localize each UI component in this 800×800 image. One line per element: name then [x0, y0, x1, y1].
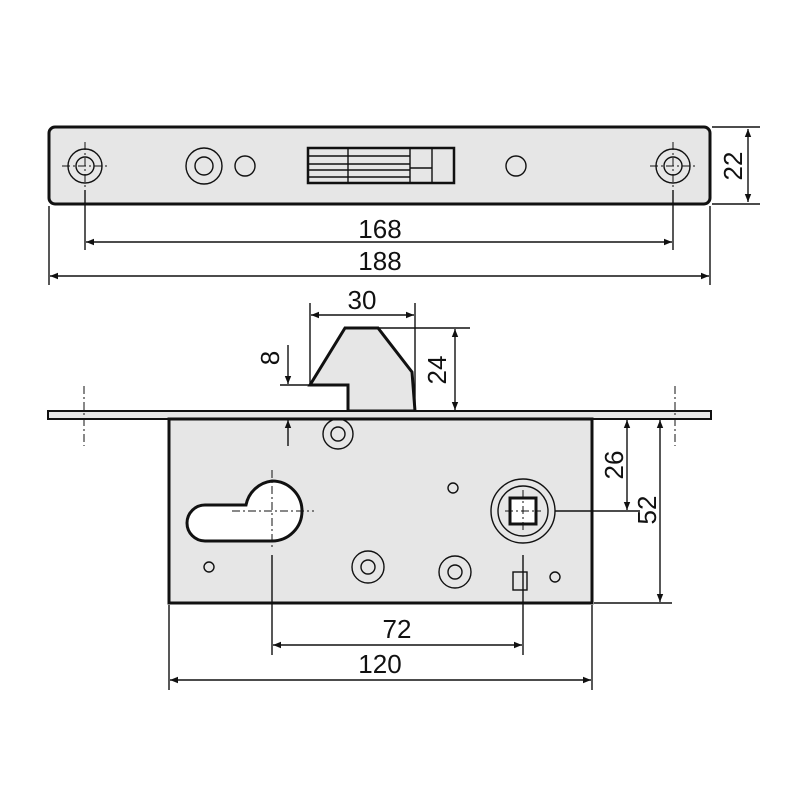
hole	[505, 155, 527, 177]
dimension-168: 168	[84, 190, 674, 250]
svg-text:30: 30	[348, 285, 377, 315]
svg-text:8: 8	[255, 351, 285, 365]
screw-boss	[351, 550, 385, 584]
hole	[234, 155, 256, 177]
svg-text:120: 120	[358, 649, 401, 679]
svg-text:52: 52	[632, 496, 662, 525]
dimension-24: 24	[378, 327, 470, 410]
svg-text:168: 168	[358, 214, 401, 244]
screw-boss	[322, 418, 354, 450]
dimension-188: 188	[48, 206, 711, 285]
dimension-30: 30	[309, 285, 416, 411]
dimension-52: 52	[594, 418, 672, 604]
dimension-8: 8	[255, 345, 310, 446]
lock-side-view	[47, 326, 712, 605]
dimension-22: 22	[712, 126, 760, 205]
spindle-hub	[490, 478, 556, 544]
svg-text:26: 26	[599, 451, 629, 480]
screw-boss	[438, 555, 472, 589]
dimension-72: 72	[271, 555, 524, 655]
svg-text:22: 22	[718, 152, 748, 181]
latch-bolt	[307, 326, 417, 413]
dimension-26: 26	[555, 420, 640, 512]
dimension-120: 120	[168, 605, 593, 690]
latch-opening	[306, 146, 456, 185]
faceplate-front-view	[47, 125, 712, 206]
svg-text:72: 72	[383, 614, 412, 644]
screw-boss	[185, 147, 223, 185]
svg-text:188: 188	[358, 246, 401, 276]
svg-text:24: 24	[422, 356, 452, 385]
